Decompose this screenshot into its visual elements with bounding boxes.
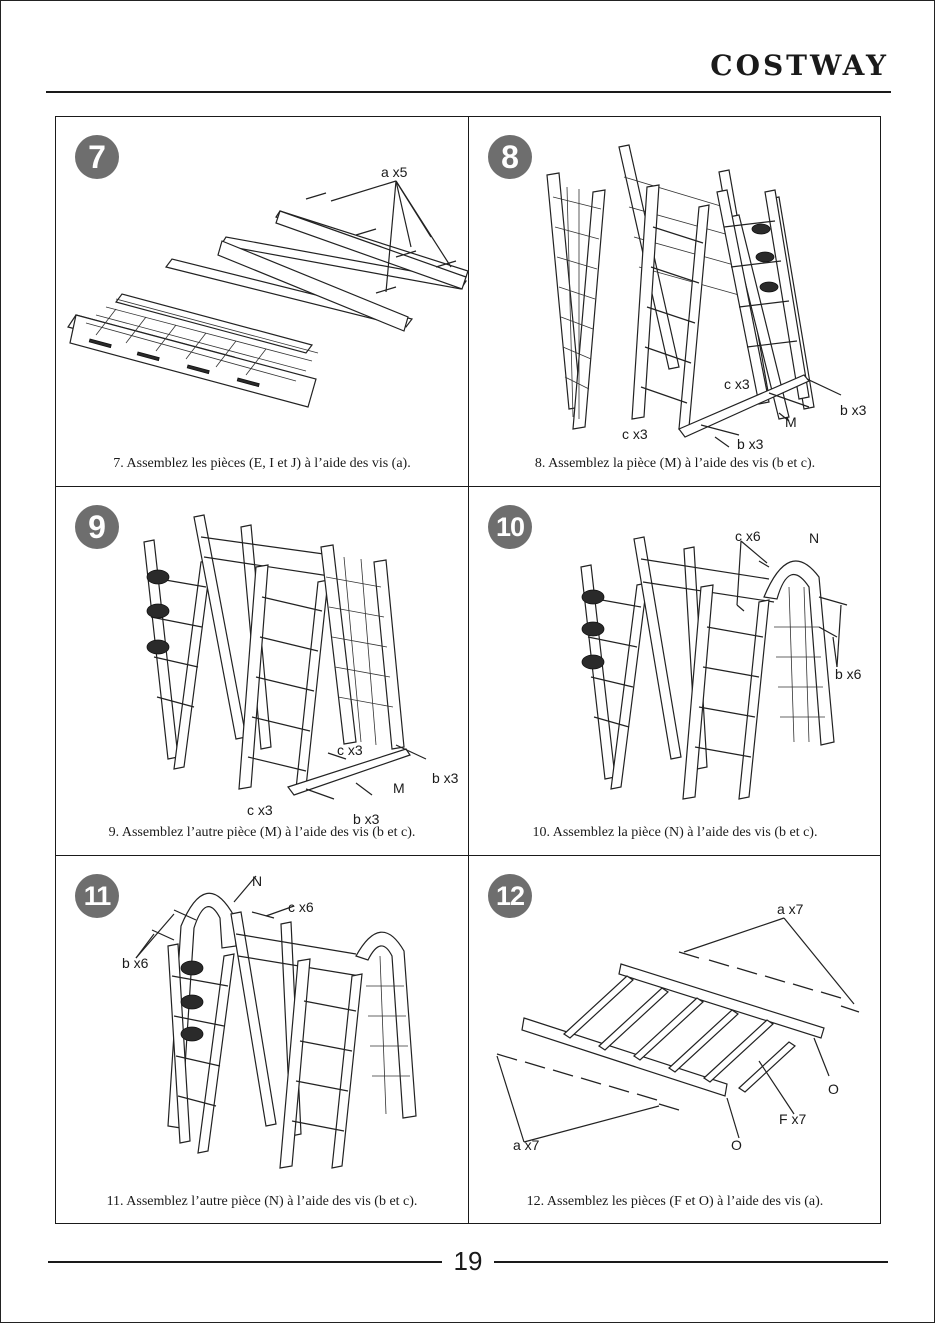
step-9-illustration: c x3 b x3 M c x3 b x3 bbox=[143, 514, 459, 827]
step-11-caption: 11. Assemblez l’autre pièce (N) à l’aide… bbox=[106, 1194, 418, 1209]
step-9-callout-b-right: b x3 bbox=[432, 770, 459, 786]
step-12-illustration: a x7 O F x7 a x7 O bbox=[496, 901, 860, 1153]
step-10-illustration: c x6 N b x6 bbox=[580, 528, 862, 800]
step-10-badge: 10 bbox=[488, 505, 532, 549]
step-8-panel: 8 bbox=[469, 117, 881, 487]
step-8-callout-c-top: c x3 bbox=[724, 376, 750, 392]
step-11-callout-b: b x6 bbox=[122, 955, 149, 971]
step-12-callout-F: F x7 bbox=[779, 1111, 806, 1127]
step-9-badge: 9 bbox=[75, 505, 119, 549]
step-7-panel: 7 bbox=[56, 117, 469, 487]
step-9-callout-b-bottom: b x3 bbox=[353, 811, 380, 827]
step-10-callout-N: N bbox=[809, 530, 819, 546]
page-number: 19 bbox=[453, 1246, 483, 1276]
step-12-panel: 12 bbox=[469, 856, 881, 1224]
step-11-illustration: N c x6 b x6 bbox=[122, 873, 417, 1169]
step-7-illustration: a x5 bbox=[67, 164, 468, 408]
step-10-callout-b: b x6 bbox=[835, 666, 862, 682]
step-10-panel: 10 bbox=[469, 487, 881, 856]
step-8-badge: 8 bbox=[488, 135, 532, 179]
step-8-callout-b-bottom: b x3 bbox=[737, 436, 764, 452]
step-12-callout-a-bottom: a x7 bbox=[513, 1137, 540, 1153]
step-7-caption: 7. Assemblez les pièces (E, I et J) à l’… bbox=[113, 456, 411, 471]
step-8-callout-M: M bbox=[785, 414, 797, 430]
step-10-callout-c: c x6 bbox=[735, 528, 761, 544]
step-8-caption: 8. Assemblez la pièce (M) à l’aide des v… bbox=[534, 456, 816, 471]
step-11-badge: 11 bbox=[75, 874, 119, 918]
step-11-callout-c: c x6 bbox=[288, 899, 314, 915]
step-8-illustration: c x3 b x3 M c x3 b x3 bbox=[546, 144, 867, 452]
instruction-grid: 7 bbox=[55, 116, 881, 1224]
step-9-callout-M: M bbox=[393, 780, 405, 796]
step-10-caption: 10. Assemblez la pièce (N) à l’aide des … bbox=[532, 825, 818, 840]
step-12-badge: 12 bbox=[488, 874, 532, 918]
step-7-badge: 7 bbox=[75, 135, 119, 179]
step-7-callout-a: a x5 bbox=[381, 164, 408, 180]
step-12-callout-a-top: a x7 bbox=[777, 901, 804, 917]
step-8-callout-b-right: b x3 bbox=[840, 402, 867, 418]
step-11-panel: 11 bbox=[56, 856, 469, 1224]
footer-rule-right bbox=[494, 1261, 888, 1263]
step-9-panel: 9 bbox=[56, 487, 469, 856]
step-9-callout-c-top: c x3 bbox=[337, 742, 363, 758]
step-12-caption: 12. Assemblez les pièces (F et O) à l’ai… bbox=[526, 1194, 824, 1209]
step-9-callout-c-bottom: c x3 bbox=[247, 802, 273, 818]
brand-logo: COSTWAY bbox=[710, 49, 889, 82]
footer-rule-left bbox=[48, 1261, 442, 1263]
step-11-callout-N: N bbox=[252, 873, 262, 889]
step-12-callout-O-right: O bbox=[828, 1081, 839, 1097]
step-12-callout-O-bottom: O bbox=[731, 1137, 742, 1153]
step-8-callout-c-bottom: c x3 bbox=[622, 426, 648, 442]
step-9-caption: 9. Assemblez l’autre pièce (M) à l’aide … bbox=[108, 825, 416, 840]
header-rule bbox=[46, 91, 891, 93]
